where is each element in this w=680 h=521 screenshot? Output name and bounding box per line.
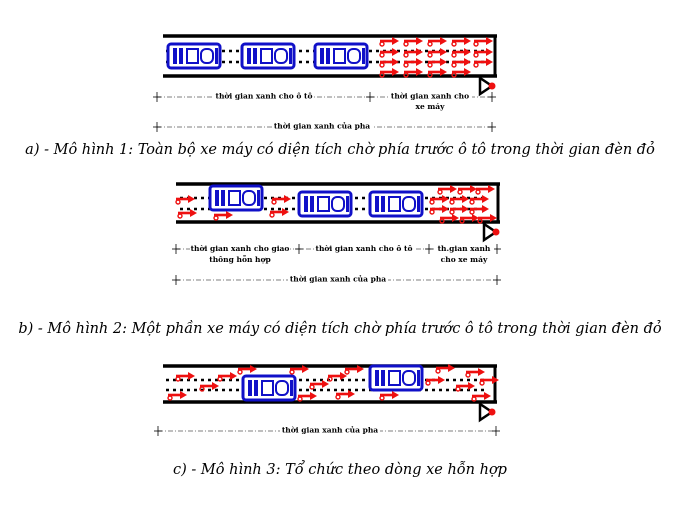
model3-timing-lines [153, 425, 501, 437]
model1-caption: a) - Mô hình 1: Toàn bộ xe máy có diện t… [25, 142, 655, 158]
model1-moto-green-label-1: thời gian xanh cho [391, 92, 469, 101]
model2-mixed-green-label-2: thông hỗn hợp [209, 255, 270, 264]
model3-phase-green-label: thời gian xanh của pha [282, 426, 378, 435]
model3-car-2 [368, 364, 424, 392]
model2-moto-green-label-2: cho xe máy [441, 255, 488, 264]
model2-motorbike-queue [428, 183, 499, 225]
model3-car-1 [241, 374, 297, 402]
model2-caption: b) - Mô hình 2: Một phần xe máy có diện … [18, 321, 662, 337]
model1-motorbike-queue [378, 35, 495, 79]
model1-traffic-signal [478, 75, 496, 97]
model1-moto-green-label-2: xe máy [415, 102, 445, 111]
model2-car-3 [368, 190, 424, 218]
model3-traffic-signal [478, 401, 496, 423]
model2-car-1 [208, 184, 264, 212]
model3-motorbikes-mixed [166, 362, 501, 403]
model2-mixed-green-label-1: thời gian xanh cho giao [191, 244, 290, 253]
model1-phase-green-label: thời gian xanh của pha [274, 122, 370, 131]
model2-moto-green-label-1: th.gian xanh [438, 244, 491, 253]
model1-road [163, 34, 497, 78]
model1-car-3 [313, 42, 369, 70]
model2-car-2 [297, 190, 353, 218]
model2-traffic-signal [482, 221, 500, 243]
model1-car-2 [240, 42, 296, 70]
model2-phase-green-label: thời gian xanh của pha [290, 275, 386, 284]
model1-car-1 [166, 42, 222, 70]
model3-caption: c) - Mô hình 3: Tổ chức theo dòng xe hỗn… [173, 462, 507, 478]
model1-car-green-label: thời gian xanh cho ô tô [216, 92, 313, 101]
model2-car-green-label: thời gian xanh cho ô tô [316, 244, 413, 253]
